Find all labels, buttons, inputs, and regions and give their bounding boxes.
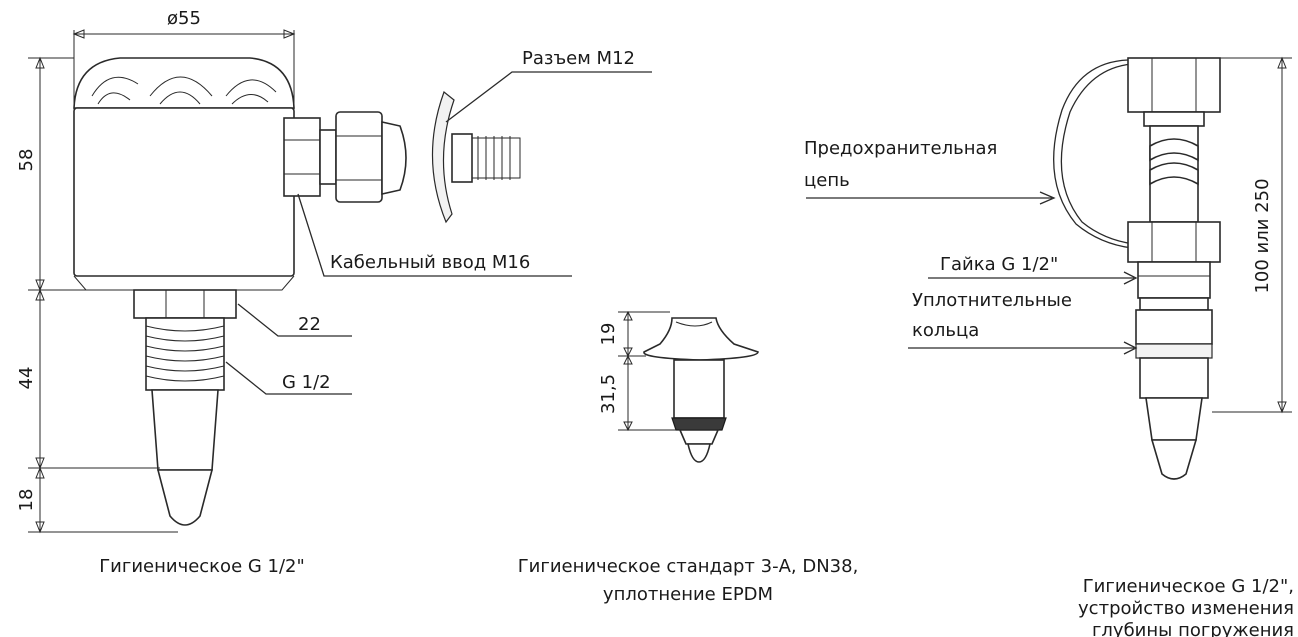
diameter-label: ø55 [167,8,201,29]
cable-entry-label: Кабельный ввод M16 [330,252,530,273]
thread-label: G 1/2 [282,372,331,393]
tri-clamp-drawing [643,317,759,463]
middle-dimensions [618,310,676,432]
sensor-housing-drawing [73,57,521,526]
right-dimensions [806,56,1292,414]
height-tip-label: 18 [16,489,37,512]
connector-label: Разъем M12 [522,48,635,69]
caption-right-line-3: глубины погружения [1092,620,1294,637]
caption-middle-line-2: уплотнение EPDM [603,584,773,605]
caption-right-line-2: устройство изменения [1078,598,1294,619]
length-label: 100 или 250 [1252,178,1273,293]
caption-middle-line-1: Гигиеническое стандарт 3-А, DN38, [518,556,859,577]
caption-left: Гигиеническое G 1/2" [99,556,305,577]
height-housing-label: 58 [16,149,37,172]
caption-right-line-1: Гигиеническое G 1/2", [1083,576,1294,597]
safety-chain-label-line-1: Предохранительная [804,138,997,159]
nut-label: Гайка G 1/2" [940,254,1058,275]
wrench-size-label: 22 [298,314,321,335]
dim-19-label: 19 [598,323,619,346]
seal-rings-label-line-1: Уплотнительные [912,290,1072,311]
dim-31-5-label: 31,5 [598,374,619,414]
safety-chain-label-line-2: цепь [804,170,850,191]
left-dimensions [28,29,652,534]
adjustable-depth-drawing [1053,57,1221,480]
height-thread-label: 44 [16,367,37,390]
seal-rings-label-line-2: кольца [912,320,979,341]
